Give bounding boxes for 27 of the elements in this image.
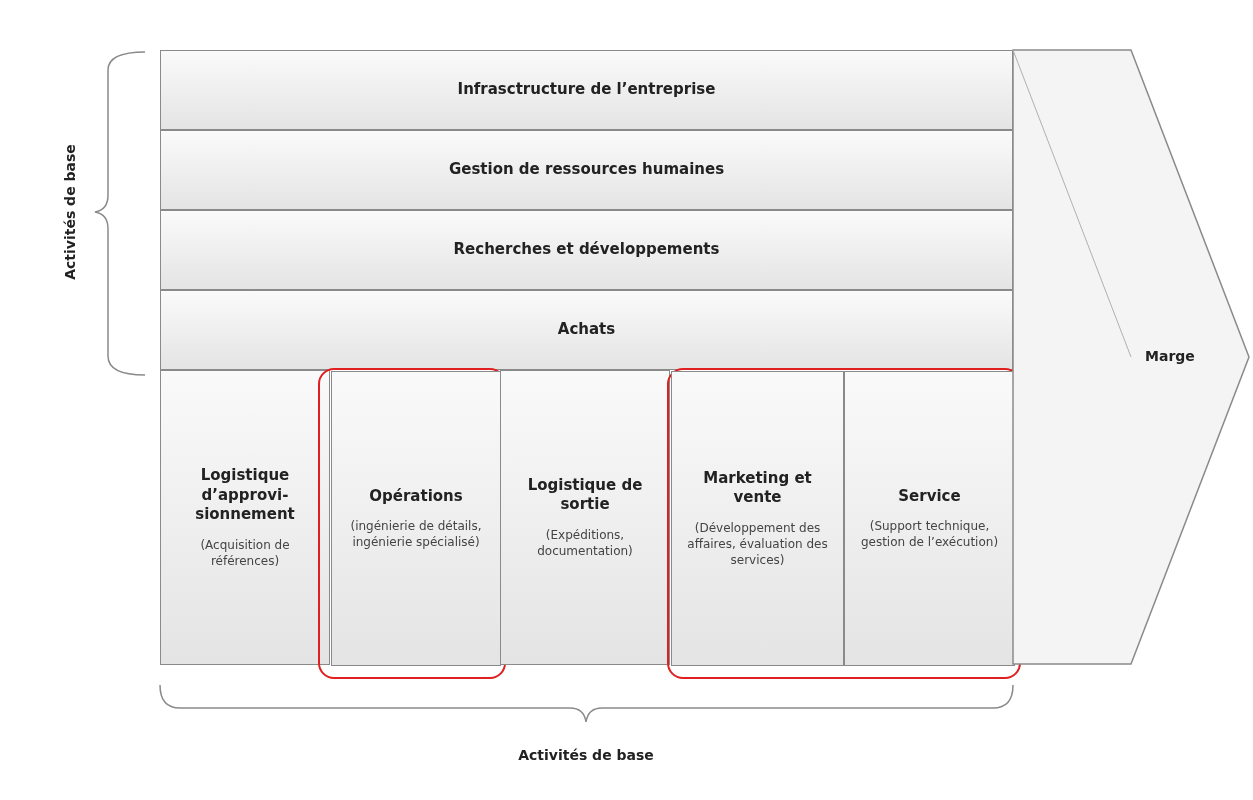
support-activity-band bbox=[160, 210, 1013, 290]
margin-label: Marge bbox=[1145, 348, 1195, 364]
primary-activity-column bbox=[844, 371, 1015, 666]
primary-activity-column bbox=[500, 370, 670, 665]
activity-title: Service bbox=[898, 486, 961, 507]
margin-chevron bbox=[1013, 50, 1253, 665]
activity-title: Opérations bbox=[369, 486, 463, 507]
activity-title: Gestion de ressources humaines bbox=[448, 160, 725, 180]
activity-title: Logistique de sortie bbox=[526, 475, 644, 515]
support-activity-band bbox=[160, 290, 1013, 370]
bracket-label: Activités de base bbox=[62, 144, 78, 280]
activity-title: Infrasctructure de l’entreprise bbox=[457, 80, 716, 100]
activity-title: Achats bbox=[557, 320, 616, 340]
highlight-outline bbox=[667, 368, 1021, 679]
activity-description: (Support technique, gestion de l’exécution) bbox=[859, 518, 1000, 551]
activity-description: (ingénierie de détails, ingénierie spécialisé) bbox=[349, 518, 483, 551]
primary-activity-column bbox=[160, 370, 330, 665]
activity-title: Marketing et vente bbox=[702, 468, 813, 508]
activity-description: (Expéditions, documentation) bbox=[536, 526, 634, 560]
activity-description: (Acquisition de références) bbox=[199, 536, 291, 569]
activity-title: Recherches et développements bbox=[453, 240, 720, 260]
support-activity-band bbox=[160, 130, 1013, 210]
activity-description: (Développement des affaires, évaluation des services) bbox=[686, 519, 829, 569]
bracket-label: Activités de base bbox=[518, 747, 654, 763]
support-activity-band bbox=[160, 50, 1013, 130]
activity-title: Logistique d’approvi-sionnement bbox=[194, 466, 296, 525]
primary-activity-column bbox=[671, 371, 844, 666]
